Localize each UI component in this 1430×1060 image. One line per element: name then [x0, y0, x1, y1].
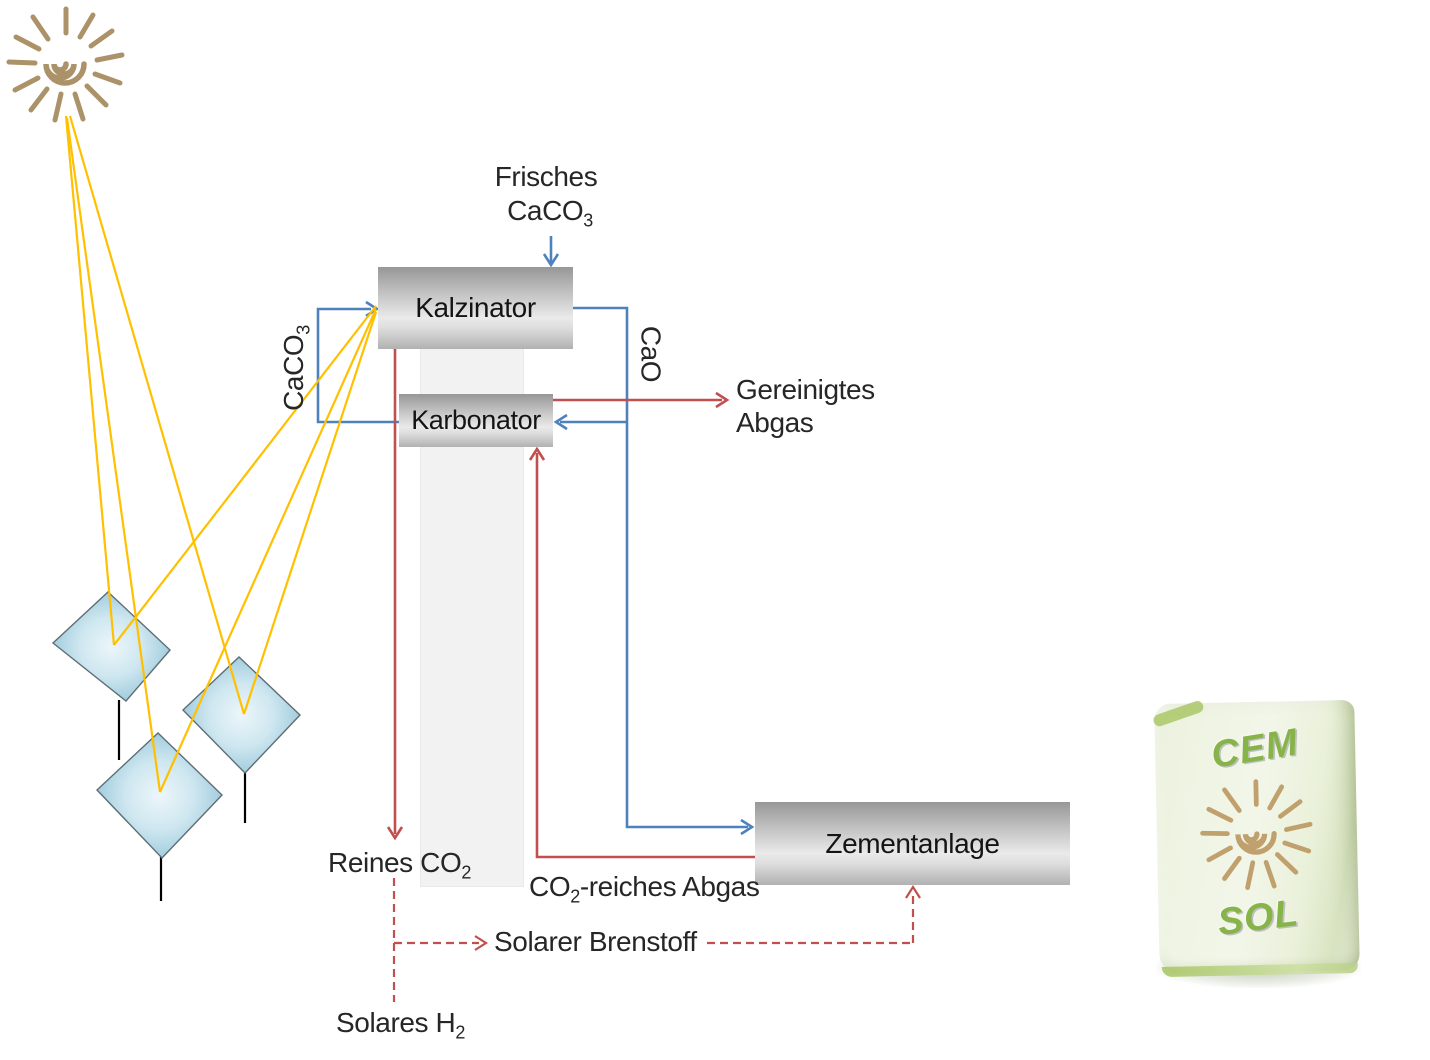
pure-co2-line — [386, 349, 404, 841]
fresh-feed-label-formula: CaCO3 — [507, 195, 593, 231]
kalzinator-label: Kalzinator — [415, 292, 536, 323]
sun-icon — [6, 6, 125, 123]
solar-fuel-arrowheads — [474, 884, 921, 951]
red-flow-lines — [386, 349, 921, 1002]
heliostat-poles — [117, 700, 247, 901]
fresh-feed-arrow — [542, 236, 560, 268]
cement-bag-icon: CEM — [1150, 694, 1370, 994]
kalzinator-box: Kalzinator — [378, 267, 573, 349]
solar-fuel-label: Solarer Brenstoff — [494, 926, 697, 957]
bag-sun-icon — [1200, 779, 1313, 890]
zementanlage-label: Zementanlage — [825, 827, 1000, 859]
blue-flow-lines — [316, 236, 755, 836]
clean-gas-line — [553, 391, 730, 409]
cao-label: CaO — [635, 325, 667, 383]
cement-bag-body: CEM — [1154, 699, 1360, 975]
cement-bag-brand-top: CEM — [1208, 721, 1302, 777]
co2-rich-gas-label: CO2-reiches Abgas — [529, 871, 760, 907]
fresh-feed-label-line1: Frisches — [494, 161, 598, 192]
solar-fuel-dashed-line — [392, 878, 915, 1002]
solar-rays — [64, 115, 378, 793]
heliostat-icon — [182, 656, 301, 775]
cement-bag-brand-bottom: SOL — [1215, 892, 1302, 944]
cao-line — [573, 306, 755, 836]
carbonator-feed-arrow — [553, 413, 627, 431]
solar-h2-label: Solares H2 — [336, 1007, 465, 1043]
heliostat-field — [51, 591, 301, 860]
karbonator-box: Karbonator — [399, 394, 553, 447]
zementanlage-box: Zementanlage — [755, 802, 1070, 885]
caco3-recycle-label: CaCO3 — [278, 325, 314, 411]
heliostat-icon — [96, 732, 223, 860]
pure-co2-label: Reines CO2 — [328, 847, 471, 883]
co2-rich-gas-line — [528, 446, 755, 859]
karbonator-label: Karbonator — [411, 405, 541, 435]
heliostat-icon — [51, 591, 171, 702]
